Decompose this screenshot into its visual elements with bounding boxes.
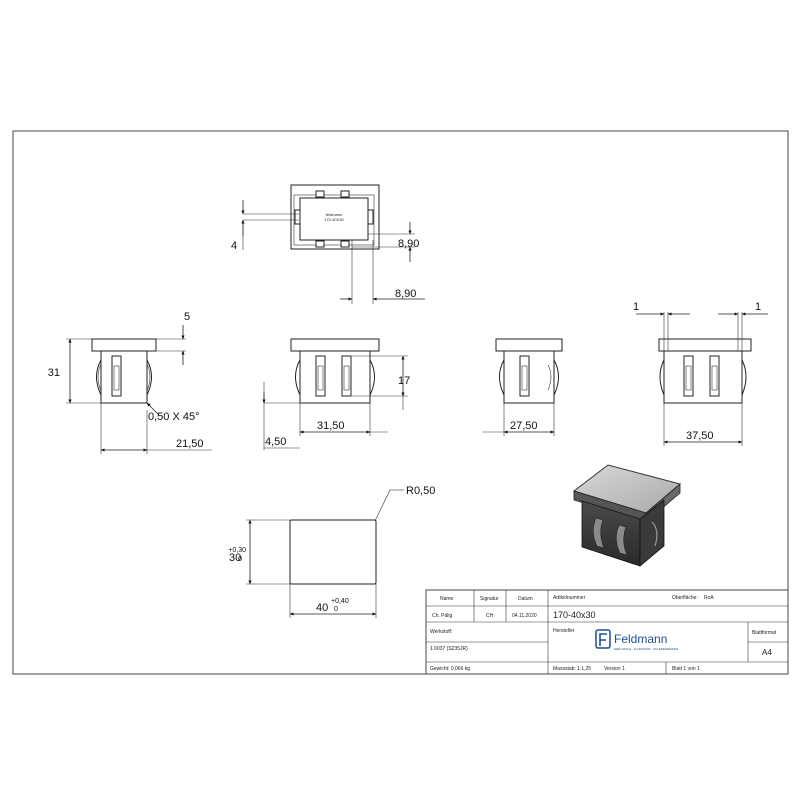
- tb-header-name: Name: [440, 596, 454, 602]
- feldmann-logo: Feldmann EDELSTAHL · ALUMINIUM · SCHMIED…: [595, 629, 678, 651]
- right-view: 1 1 37,50: [633, 301, 768, 446]
- drawing-frame: [12, 130, 789, 675]
- logo-name: Feldmann: [614, 632, 667, 646]
- dim-right-1-left: 1: [633, 301, 639, 313]
- tb-manufacturer-label: Hersteller: [553, 628, 575, 634]
- tb-header-date: Datum: [518, 596, 533, 602]
- dim-front-17: 17: [398, 375, 410, 387]
- top-view-text-2: 170-40X30: [324, 217, 344, 222]
- dim-hole-30-tol-low: 0: [238, 556, 242, 563]
- tb-sheet-format-value: A4: [762, 648, 772, 657]
- dim-top-890-horizontal: 8,90: [395, 288, 416, 300]
- top-view-text-1: feldmann: [326, 212, 342, 217]
- dim-hole-radius: R0,50: [406, 485, 435, 497]
- dim-side-31: 31: [48, 367, 60, 379]
- side-view: 31 5 0,50 X 45° 21,50: [48, 311, 212, 454]
- tb-material-value: 1.0037 (S235JR): [430, 646, 468, 652]
- dim-top-4: 4: [231, 240, 237, 252]
- dim-side-5: 5: [184, 311, 190, 323]
- tb-header-article-no: Artikelnummer: [553, 595, 586, 601]
- title-block: Name Signatur Datum Artikelnummer Oberfl…: [425, 589, 789, 675]
- tb-row-signature: CH: [486, 613, 494, 619]
- back-view: 27,50: [482, 338, 563, 436]
- dim-chamfer: 0,50 X 45°: [148, 411, 200, 423]
- dim-right-1-right: 1: [755, 301, 761, 313]
- dim-front-450: 4,50: [265, 436, 286, 448]
- dim-side-2150: 21,50: [176, 438, 204, 450]
- dim-hole-40-tol-low: 0: [334, 606, 338, 613]
- tb-row-name: Ch. Pälig: [432, 613, 453, 619]
- isometric-render: [572, 464, 682, 567]
- tb-material-label: Werkstoff:: [430, 629, 452, 635]
- tb-version: Version 1: [604, 666, 625, 672]
- tb-header-surface-value: RoA: [704, 595, 714, 601]
- hole-view: R0,50 30 +0,30 0 40 +0,40 0: [228, 485, 435, 618]
- tb-sheet-format-label: Blattformat: [752, 630, 777, 636]
- dim-hole-30-tol-up: +0,30: [228, 547, 246, 554]
- dim-hole-30: 30: [229, 552, 241, 564]
- dim-top-890-vertical: 8,90: [398, 238, 419, 250]
- tb-article-value: 170-40x30: [553, 610, 596, 620]
- tb-header-surface: Oberfläche:: [672, 595, 698, 601]
- top-view: feldmann 170-40X30 4 8,90 8,90: [231, 184, 425, 304]
- tb-scale: Massstab: 1:1,25: [553, 666, 591, 672]
- tb-weight: Gewicht: 0,066 kg: [430, 666, 470, 672]
- dim-hole-40-tol-up: +0,40: [331, 598, 349, 605]
- dim-front-3150: 31,50: [317, 420, 345, 432]
- dim-right-3750: 37,50: [686, 430, 714, 442]
- dim-back-2750: 27,50: [510, 420, 538, 432]
- front-view: 17 31,50 4,50: [262, 338, 410, 450]
- tb-header-signature: Signatur: [480, 596, 499, 602]
- logo-tagline: EDELSTAHL · ALUMINIUM · SCHMIEDEEISEN: [614, 647, 678, 651]
- tb-row-date: 04.11.2020: [512, 613, 537, 619]
- tb-sheet: Blatt 1 von 1: [672, 666, 700, 672]
- dim-hole-40: 40: [316, 602, 328, 614]
